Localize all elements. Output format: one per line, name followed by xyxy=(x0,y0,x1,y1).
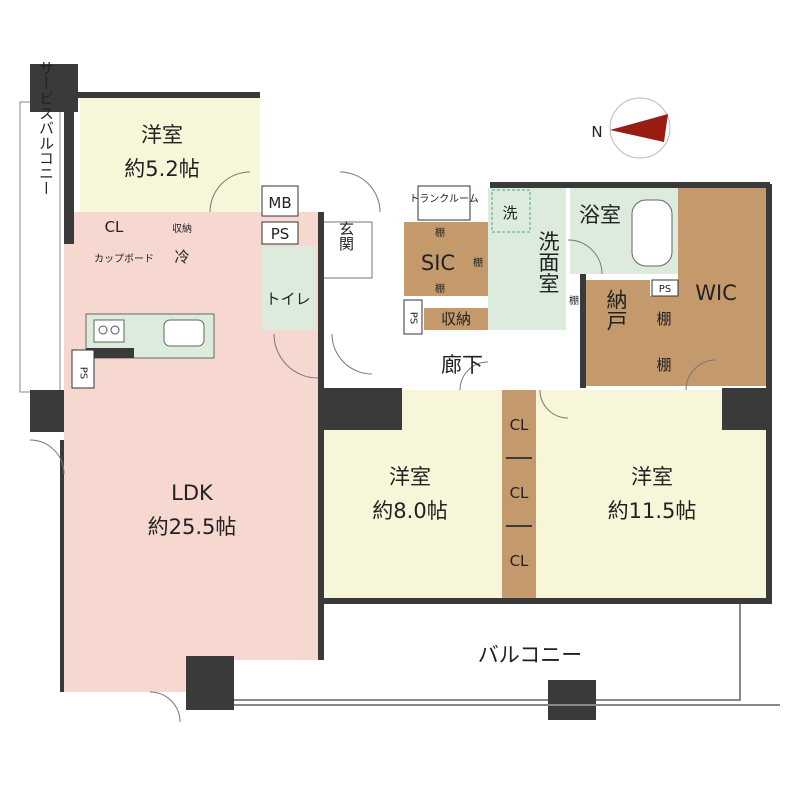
room-western-large-size: 約11.5帖 xyxy=(608,499,697,523)
door-swing-5 xyxy=(539,389,569,419)
kitchen-sink xyxy=(163,319,205,347)
storage-closet-floor xyxy=(584,280,650,386)
wall-pillar-ldk-bottom xyxy=(186,656,234,710)
ldk-size: 約25.5帖 xyxy=(148,515,237,539)
washroom-floor xyxy=(488,188,566,330)
corridor-label: 廊下 xyxy=(441,353,483,377)
walls xyxy=(30,64,772,720)
ps-box-3 xyxy=(651,279,679,297)
washer-label: 洗 xyxy=(502,204,517,222)
storage-closet-label: 納戸 xyxy=(604,289,628,331)
bathroom-label: 浴室 xyxy=(579,203,621,227)
wall-pillar-left-mid xyxy=(30,390,64,432)
room-western-large-name: 洋室 xyxy=(631,465,673,489)
wall-ldk-east xyxy=(318,212,324,660)
storage-floor-2 xyxy=(424,308,488,330)
wall-room-large-pillar xyxy=(722,388,770,430)
cl-label-3: CL xyxy=(510,552,529,570)
balcony-label: バルコニー xyxy=(478,643,583,667)
wall-corridor-right xyxy=(580,274,586,388)
wic-label: WIC xyxy=(695,281,737,305)
cl-dividers xyxy=(506,457,532,527)
door-swings xyxy=(29,171,717,723)
door-swing-6 xyxy=(685,359,717,391)
wall-east xyxy=(766,184,772,604)
shelf-label-sic-bottom: 棚 xyxy=(435,282,445,295)
stove-burner-2 xyxy=(110,325,120,335)
compass-north-label: N xyxy=(591,123,602,141)
ps-label-left: PS xyxy=(78,367,89,379)
shelf-label-1: 棚 xyxy=(656,310,671,328)
trunk-room-label: トランクルーム xyxy=(409,193,478,205)
wall-room-mid-pillar xyxy=(320,388,402,430)
door-swing-9 xyxy=(567,239,603,275)
door-swing-2 xyxy=(273,333,319,379)
cl-label-top: CL xyxy=(105,218,124,236)
shelf-floor-2 xyxy=(650,340,678,386)
trunk-room-box xyxy=(417,185,471,221)
shelf-floor-1 xyxy=(650,296,678,340)
room-western-mid-name: 洋室 xyxy=(389,465,431,489)
ps-box-left xyxy=(71,349,95,389)
cl-label-2: CL xyxy=(510,484,529,502)
mb-label: MB xyxy=(268,194,291,212)
wall-top-small xyxy=(78,92,260,98)
wall-kitchen-stub xyxy=(86,348,134,358)
service-balcony-floor xyxy=(19,101,61,393)
door-swing-8 xyxy=(149,691,181,723)
cupboard-label: カップボード xyxy=(94,253,154,265)
room-western-small-name: 洋室 xyxy=(141,123,183,147)
wic-floor xyxy=(678,186,770,386)
door-swing-4 xyxy=(459,361,489,391)
door-swing-10 xyxy=(339,171,381,213)
compass-needle xyxy=(610,114,668,142)
compass: N xyxy=(591,97,671,159)
storage-label-top: 収納 xyxy=(172,222,192,235)
wall-pillar-balcony xyxy=(548,680,596,720)
storage-label-sic: 収納 xyxy=(441,310,471,328)
washroom-label: 洗面室 xyxy=(536,231,560,294)
sic-floor xyxy=(404,222,488,296)
wall-bottom-rooms xyxy=(322,598,768,604)
service-balcony-label: サービスバルコニー xyxy=(37,61,55,196)
toilet-label: トイレ xyxy=(265,290,310,308)
shelf-label-sic-top: 棚 xyxy=(435,226,445,239)
room-western-small-size: 約5.2帖 xyxy=(124,157,199,181)
wall-top-rooms xyxy=(490,182,770,188)
ps-box-1 xyxy=(261,221,299,245)
ps-box-2 xyxy=(403,299,423,335)
cl-column-floor xyxy=(502,390,536,602)
room-western-small-floor xyxy=(80,92,260,212)
room-western-mid-size: 約8.0帖 xyxy=(372,499,447,523)
ps-label-2: PS xyxy=(408,312,419,324)
shelf-label-sic-side: 棚 xyxy=(473,256,483,269)
entrance-label: 玄関 xyxy=(337,221,355,252)
toilet-floor xyxy=(262,246,316,330)
shelf-label-washroom: 棚 xyxy=(569,294,579,307)
ps-label-1: PS xyxy=(271,225,290,243)
wall-west-upper xyxy=(64,94,74,244)
entrance-floor xyxy=(321,221,373,279)
ps-label-3: PS xyxy=(659,284,671,295)
fridge-label: 冷 xyxy=(174,248,189,266)
bathtub xyxy=(631,199,673,267)
stove-burner-1 xyxy=(98,325,108,335)
door-swing-1 xyxy=(209,171,251,213)
ldk-name: LDK xyxy=(171,481,214,505)
shelf-label-2: 棚 xyxy=(656,356,671,374)
door-swing-3 xyxy=(331,333,373,375)
door-swing-7 xyxy=(29,439,65,475)
mb-box xyxy=(261,185,299,217)
kitchen-stove xyxy=(93,319,125,343)
wall-ldk-west xyxy=(60,440,64,692)
cl-label-1: CL xyxy=(510,416,529,434)
sic-label: SIC xyxy=(421,251,455,275)
corridor-floor xyxy=(322,334,584,388)
